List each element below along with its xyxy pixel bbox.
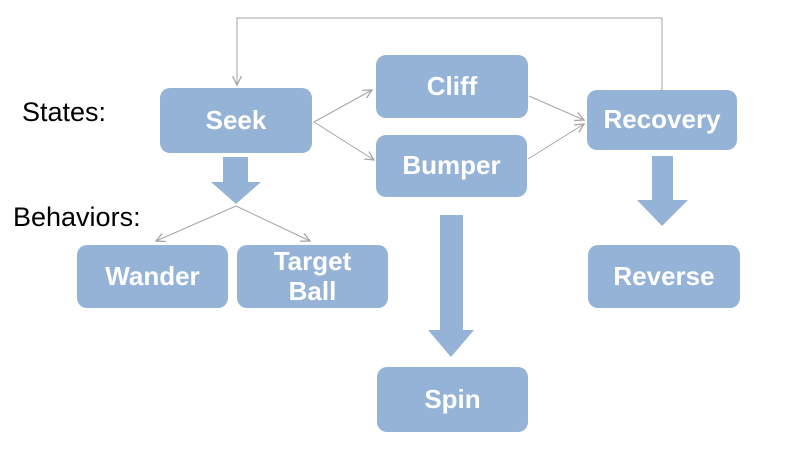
- block-arrow-recovery-to-reverse: [637, 156, 688, 226]
- edge-cliff-to-recovery: [528, 95, 584, 120]
- node-reverse: Reverse: [588, 245, 740, 308]
- edge-recovery-to-seek: [237, 17, 663, 90]
- block-arrow-bumper-to-spin: [428, 215, 474, 357]
- edge-bumper-to-recovery: [527, 124, 584, 160]
- node-recovery: Recovery: [587, 90, 737, 150]
- states-section-label: States:: [22, 97, 107, 127]
- edge-split-to-wander: [156, 205, 237, 241]
- node-target-ball: Target Ball: [237, 245, 388, 308]
- edge-split-to-target-ball: [235, 205, 310, 241]
- node-seek: Seek: [160, 88, 312, 153]
- edge-seek-to-bumper: [313, 121, 374, 160]
- behaviors-section-label: Behaviors:: [13, 202, 141, 232]
- node-wander: Wander: [77, 245, 228, 308]
- node-cliff: Cliff: [376, 55, 528, 118]
- block-arrow-seek-to-behaviors: [211, 157, 261, 204]
- node-spin: Spin: [377, 367, 528, 432]
- node-bumper: Bumper: [376, 135, 527, 197]
- edge-seek-to-cliff: [313, 90, 372, 123]
